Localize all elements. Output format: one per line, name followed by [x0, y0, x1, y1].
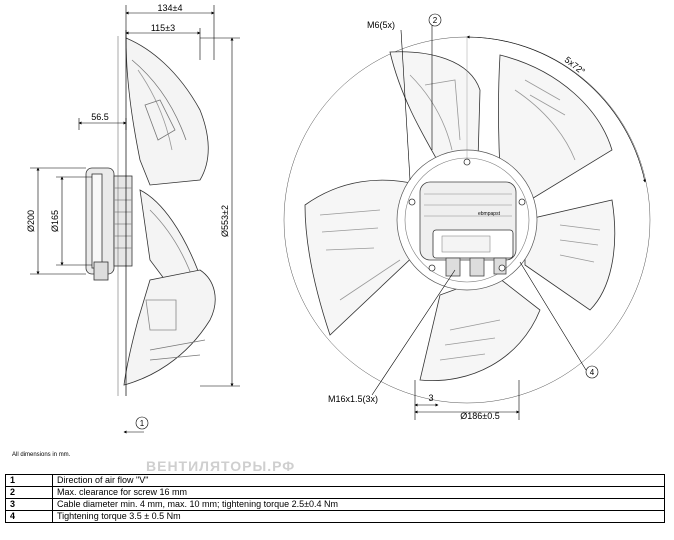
legend-text: Cable diameter min. 4 mm, max. 10 mm; ti…	[52, 498, 665, 511]
legend-table: 1 Direction of air flow "V" 2 Max. clear…	[5, 474, 665, 523]
legend-num: 3	[5, 498, 53, 511]
legend-text: Max. clearance for screw 16 mm	[52, 486, 665, 499]
dim-165: Ø165	[50, 210, 60, 232]
svg-text:2: 2	[433, 16, 438, 25]
legend-text: Direction of air flow "V"	[52, 474, 665, 487]
legend-row: 4 Tightening torque 3.5 ± 0.5 Nm	[5, 510, 665, 523]
legend-text: Tightening torque 3.5 ± 0.5 Nm	[52, 510, 665, 523]
dim-56-5: 56.5	[91, 112, 109, 122]
technical-drawing: 134±4 115±3 56.5 Ø200 Ø165 Ø553±2 1	[26, 3, 651, 434]
dim-134: 134±4	[158, 3, 183, 13]
legend-num: 2	[5, 486, 53, 499]
legend-num: 1	[5, 474, 53, 487]
dim-m16: M16x1.5(3x)	[328, 394, 378, 404]
side-dimensions	[30, 5, 240, 434]
dim-186: Ø186±0.5	[460, 411, 499, 421]
dimensions-note: All dimensions in mm.	[12, 452, 71, 458]
brand-label: ebmpapst	[478, 211, 501, 217]
dim-angle: 5x72°	[563, 55, 588, 77]
callout-4: 4	[585, 365, 599, 379]
dim-115: 115±3	[151, 23, 175, 33]
legend-row: 3 Cable diameter min. 4 mm, max. 10 mm; …	[5, 498, 665, 511]
dim-553: Ø553±2	[220, 205, 230, 237]
dim-m6: M6(5x)	[367, 20, 395, 30]
legend-num: 4	[5, 510, 53, 523]
dim-3: 3	[428, 393, 433, 403]
callout-2: 2	[428, 13, 442, 27]
legend-row: 1 Direction of air flow "V"	[5, 474, 665, 487]
dim-200: Ø200	[26, 210, 36, 232]
callout-1: 1	[135, 416, 149, 430]
svg-text:4: 4	[590, 368, 595, 377]
watermark: ВЕНТИЛЯТОРЫ.РФ	[146, 458, 296, 474]
legend-row: 2 Max. clearance for screw 16 mm	[5, 486, 665, 499]
front-dimensions	[371, 24, 646, 420]
svg-text:1: 1	[140, 419, 145, 428]
side-view	[85, 30, 216, 396]
